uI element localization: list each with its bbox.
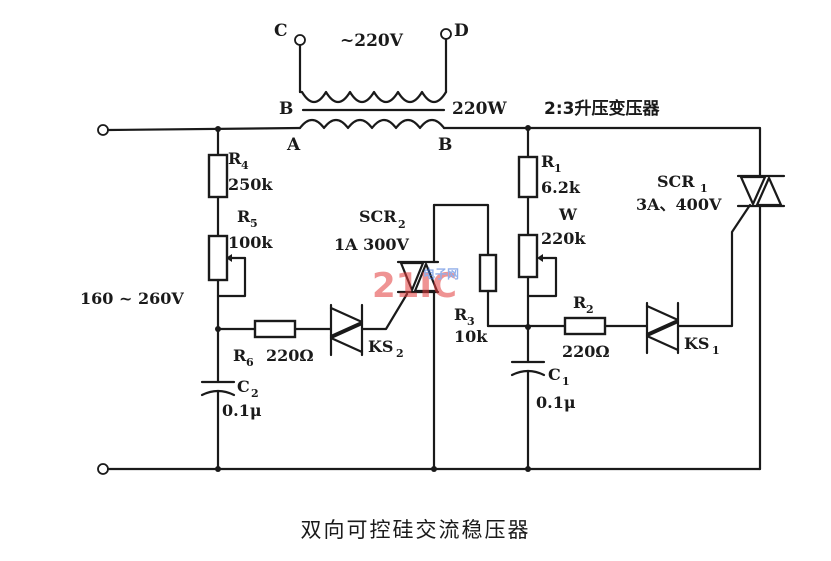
- gate-wire-scr2: [360, 292, 409, 331]
- triac-scr2: [396, 260, 440, 294]
- wire: [216, 256, 247, 298]
- svg-text:R: R: [454, 305, 468, 324]
- svg-text:3A、400V: 3A、400V: [636, 195, 722, 214]
- input-range-label: 160 ~ 260V: [80, 289, 184, 308]
- input-terminal-top: [97, 124, 109, 136]
- svg-text:0.1μ: 0.1μ: [222, 401, 262, 420]
- resistor-r6: [253, 319, 297, 339]
- svg-text:5: 5: [250, 217, 258, 230]
- transformer-description: 2:3升压变压器: [544, 98, 660, 119]
- svg-text:220Ω: 220Ω: [266, 346, 314, 365]
- wire: [526, 256, 558, 298]
- svg-text:R: R: [237, 207, 251, 226]
- svg-text:R: R: [228, 149, 242, 168]
- watermark-logo: 21IC 电子网: [372, 266, 459, 306]
- resistor-r4: [207, 153, 229, 199]
- svg-text:C: C: [274, 21, 288, 41]
- svg-text:100k: 100k: [228, 233, 273, 252]
- svg-text:1A 300V: 1A 300V: [334, 235, 410, 254]
- terminal-c: C: [274, 21, 306, 46]
- resistor-r2: [563, 316, 607, 336]
- svg-text:0.1μ: 0.1μ: [536, 393, 576, 412]
- svg-text:220k: 220k: [541, 229, 586, 248]
- svg-text:1: 1: [554, 162, 562, 175]
- svg-text:1: 1: [712, 344, 720, 357]
- svg-text:R: R: [233, 346, 247, 365]
- terminal-d: D: [440, 21, 469, 41]
- wiper-arrow: [226, 254, 232, 262]
- svg-text:1: 1: [700, 182, 708, 195]
- tap-b-left: B: [279, 99, 293, 119]
- wire: [432, 203, 490, 257]
- tap-a: A: [286, 135, 301, 155]
- svg-text:D: D: [454, 21, 469, 41]
- input-terminal-bottom: [97, 463, 109, 475]
- svg-text:R: R: [541, 152, 555, 171]
- svg-text:SCR: SCR: [359, 207, 397, 226]
- svg-text:W: W: [558, 205, 578, 224]
- svg-text:3: 3: [467, 315, 475, 328]
- tap-b-right: B: [438, 135, 452, 155]
- potentiometer-r5: [207, 234, 229, 282]
- transformer-primary-winding: [298, 90, 448, 104]
- diac-ks1: [645, 301, 680, 355]
- svg-text:KS: KS: [368, 337, 393, 356]
- svg-text:250k: 250k: [228, 175, 273, 194]
- svg-text:电子网: 电子网: [423, 266, 459, 281]
- potentiometer-w: [517, 233, 539, 279]
- diac-ks2: [329, 303, 364, 357]
- secondary-power-label: 220W: [452, 99, 507, 119]
- svg-text:C: C: [237, 377, 250, 396]
- svg-text:1: 1: [562, 375, 570, 388]
- primary-voltage-label: ~220V: [340, 31, 404, 51]
- diagram-caption: 双向可控硅交流稳压器: [300, 518, 531, 542]
- svg-text:21IC: 21IC: [372, 266, 457, 306]
- svg-text:R: R: [573, 293, 587, 312]
- svg-text:6.2k: 6.2k: [541, 178, 581, 197]
- wire-top-left: [106, 126, 302, 132]
- wiper-arrow: [537, 254, 543, 262]
- svg-text:2: 2: [586, 303, 594, 316]
- wire-top-right: [442, 126, 762, 178]
- gate-wire-scr1: [676, 203, 752, 328]
- resistor-r3: [478, 253, 498, 293]
- svg-text:4: 4: [241, 159, 249, 172]
- triac-scr1: [736, 174, 786, 208]
- svg-text:6: 6: [246, 356, 254, 369]
- svg-text:2: 2: [251, 387, 259, 400]
- transformer-secondary-winding: [298, 118, 446, 130]
- svg-text:SCR: SCR: [657, 172, 695, 191]
- svg-text:10k: 10k: [454, 327, 488, 346]
- svg-text:C: C: [548, 365, 561, 384]
- svg-text:2: 2: [398, 218, 406, 231]
- svg-text:220Ω: 220Ω: [562, 342, 610, 361]
- svg-text:2: 2: [396, 347, 404, 360]
- resistor-r1: [517, 155, 539, 199]
- svg-text:KS: KS: [684, 334, 709, 353]
